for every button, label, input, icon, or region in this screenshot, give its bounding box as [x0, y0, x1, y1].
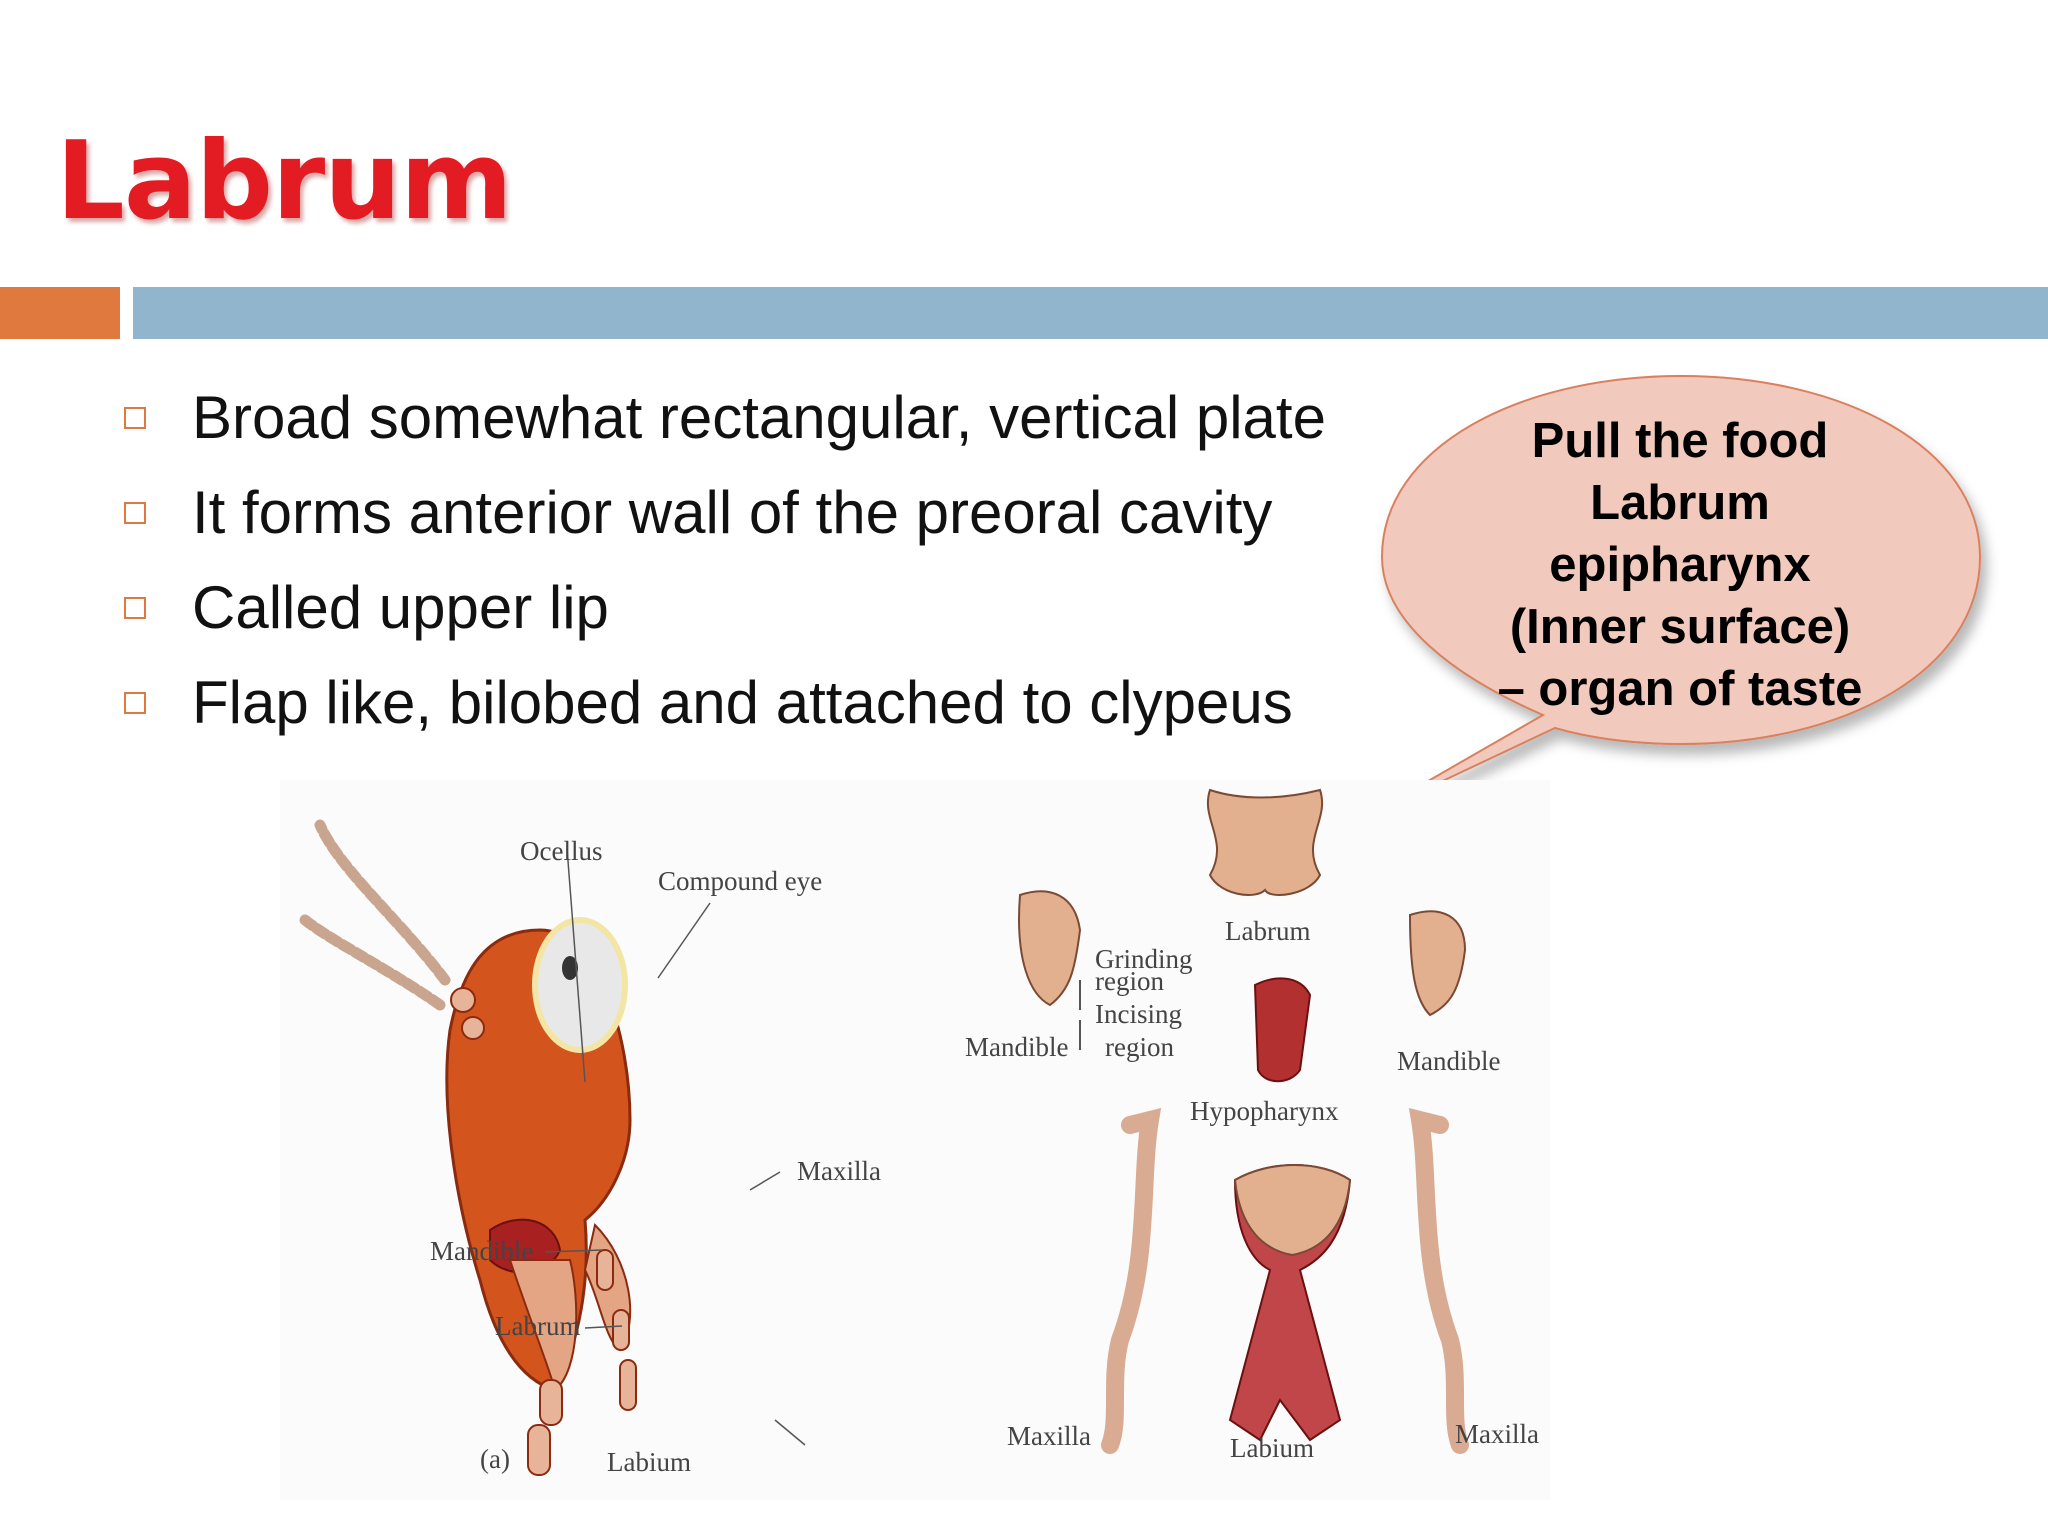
figure-label: region — [1095, 966, 1164, 996]
figure-label: Maxilla — [1007, 1421, 1091, 1451]
bullet-list: Broad somewhat rectangular, vertical pla… — [124, 370, 1326, 750]
accent-band-orange — [0, 287, 120, 339]
insect-mouthparts-figure: Ocellus Compound eye Maxilla Mandible La… — [280, 780, 1550, 1500]
speech-bubble-shape — [1361, 374, 1982, 820]
figure-label: Maxilla — [1455, 1419, 1539, 1449]
figure-label: Labrum — [1225, 916, 1310, 946]
figure-label: region — [1105, 1032, 1174, 1062]
bullet-item: It forms anterior wall of the preoral ca… — [124, 465, 1326, 560]
bullet-item: Broad somewhat rectangular, vertical pla… — [124, 370, 1326, 465]
figure-label: Grinding — [1095, 944, 1193, 974]
figure-label: Maxilla — [797, 1156, 881, 1186]
bullet-text: Broad somewhat rectangular, vertical pla… — [192, 384, 1326, 451]
callout-line: – organ of taste — [1497, 662, 1863, 716]
square-bullet-icon — [124, 406, 146, 429]
figure-label: Mandible — [430, 1236, 533, 1266]
figure-label: Compound eye — [658, 866, 822, 896]
figure-label: Labium — [607, 1447, 691, 1477]
figure-label: (a) — [480, 1444, 510, 1474]
figure-label: Incising — [1095, 999, 1182, 1029]
mouthparts-illustration — [1018, 788, 1469, 1454]
callout-line: Labrum — [1590, 476, 1770, 530]
figure-label: Mandible — [1397, 1046, 1500, 1076]
square-bullet-icon — [124, 596, 146, 619]
bullet-item: Called upper lip — [124, 560, 1326, 655]
figure-label: Hypopharynx — [1190, 1096, 1339, 1126]
figure-label: Labrum — [495, 1311, 580, 1341]
accent-band-blue — [133, 287, 2048, 339]
square-bullet-icon — [124, 501, 146, 524]
bullet-text: Flap like, bilobed and attached to clype… — [192, 669, 1293, 736]
callout-line: epipharynx — [1549, 538, 1811, 592]
bullet-text: It forms anterior wall of the preoral ca… — [192, 479, 1273, 546]
speech-bubble-callout — [1361, 374, 1982, 820]
insect-head-illustration — [299, 819, 806, 1476]
square-bullet-icon — [124, 691, 146, 714]
callout-line: (Inner surface) — [1509, 600, 1851, 654]
figure-label: Mandible — [965, 1032, 1068, 1062]
figure-label: Labium — [1230, 1433, 1314, 1463]
figure-label: Ocellus — [520, 836, 602, 866]
callout-line: Pull the food — [1531, 414, 1829, 468]
bullet-item: Flap like, bilobed and attached to clype… — [124, 655, 1326, 750]
callout-text: Pull the food Labrum epipharynx (Inner s… — [1460, 410, 1900, 720]
slide-title: Labrum — [56, 119, 513, 244]
bullet-text: Called upper lip — [192, 574, 609, 641]
